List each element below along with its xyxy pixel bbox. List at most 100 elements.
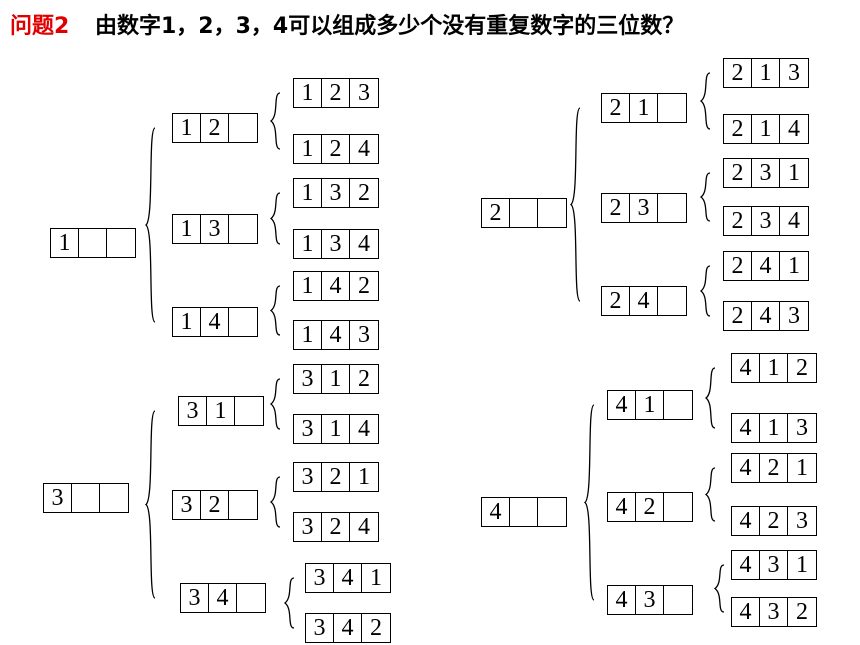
digit-cell: 3 <box>294 415 322 443</box>
digit-cell: 4 <box>788 116 800 142</box>
digit-cell: 1 <box>294 230 322 258</box>
digit-cell: 1 <box>322 415 350 443</box>
digit-cell <box>658 94 686 122</box>
digit-cell: 3 <box>760 551 788 579</box>
digit-cell: 3 <box>796 508 808 534</box>
digit-cell <box>107 229 135 257</box>
digit-cell: 4 <box>752 302 780 330</box>
digit-cell: 2 <box>724 302 752 330</box>
digit-cell: 2 <box>724 252 752 280</box>
digit-cell: 3 <box>294 365 322 393</box>
digit-cell: 4 <box>358 416 370 442</box>
digit-cell: 2 <box>602 287 630 315</box>
digit-cell: 3 <box>796 415 808 441</box>
digit-cell: 2 <box>370 615 382 641</box>
digit-cell <box>229 114 257 142</box>
digit-cell: 3 <box>173 491 201 519</box>
digit-cell: 4 <box>334 614 362 642</box>
digit-cell: 1 <box>788 160 800 186</box>
digit-cell: 1 <box>294 272 322 300</box>
digit-cell: 2 <box>602 94 630 122</box>
digit-cell: 4 <box>788 208 800 234</box>
digit-cell <box>510 199 538 227</box>
digit-cell <box>235 397 263 425</box>
digit-cell: 1 <box>630 94 658 122</box>
digit-cell: 2 <box>796 355 808 381</box>
digit-cell: 1 <box>173 215 201 243</box>
digit-cell: 3 <box>306 564 334 592</box>
second-level-brace <box>699 265 711 317</box>
digit-cell: 1 <box>51 229 79 257</box>
digit-cell: 4 <box>482 498 510 526</box>
digit-cell <box>664 586 692 614</box>
digit-cell: 1 <box>752 115 780 143</box>
digit-cell: 3 <box>44 484 72 512</box>
digit-cell: 2 <box>724 159 752 187</box>
digit-cell <box>664 391 692 419</box>
digit-cell: 1 <box>796 455 808 481</box>
digit-cell: 3 <box>306 614 334 642</box>
digit-cell: 4 <box>358 136 370 162</box>
root-number-box: 3 <box>43 483 129 513</box>
digit-cell: 4 <box>358 514 370 540</box>
digit-cell: 4 <box>732 414 760 442</box>
digit-cell: 3 <box>294 513 322 541</box>
digit-cell: 4 <box>608 493 636 521</box>
digit-cell: 2 <box>358 366 370 392</box>
root-number-box: 1 <box>50 228 136 258</box>
digit-cell: 2 <box>322 135 350 163</box>
digit-cell: 3 <box>760 598 788 626</box>
question-label: 问题2 <box>10 14 70 39</box>
second-level-brace <box>704 367 716 429</box>
digit-cell: 4 <box>322 272 350 300</box>
digit-cell: 3 <box>322 230 350 258</box>
digit-cell <box>79 229 107 257</box>
second-level-brace <box>269 378 281 430</box>
digit-cell: 3 <box>201 215 229 243</box>
digit-cell: 4 <box>732 551 760 579</box>
digit-cell: 4 <box>608 586 636 614</box>
digit-cell: 2 <box>322 79 350 107</box>
digit-cell <box>510 498 538 526</box>
digit-cell <box>538 498 566 526</box>
digit-cell: 2 <box>724 207 752 235</box>
digit-cell: 2 <box>724 59 752 87</box>
root-number-box: 4 <box>481 497 567 527</box>
digit-cell: 1 <box>294 321 322 349</box>
digit-cell: 4 <box>630 287 658 315</box>
digit-cell: 4 <box>201 308 229 336</box>
digit-cell: 1 <box>322 365 350 393</box>
second-level-brace <box>269 285 281 336</box>
digit-cell: 1 <box>173 308 201 336</box>
digit-cell: 4 <box>752 252 780 280</box>
digit-cell: 1 <box>358 464 370 490</box>
second-level-brace <box>713 564 725 613</box>
digit-cell: 3 <box>294 463 322 491</box>
second-level-brace <box>269 192 281 245</box>
second-level-brace <box>283 577 295 629</box>
digit-cell: 2 <box>760 507 788 535</box>
digit-cell: 3 <box>752 207 780 235</box>
digit-cell: 4 <box>209 584 237 612</box>
